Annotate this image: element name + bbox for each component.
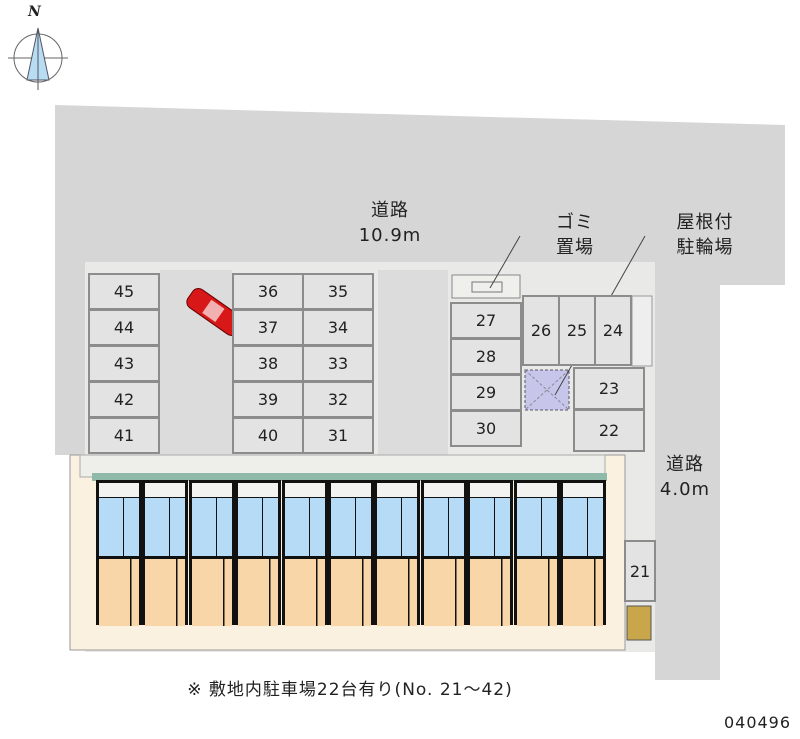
apartment-unit xyxy=(420,480,467,626)
garbage-station xyxy=(451,274,521,299)
parking-stall: 45 xyxy=(88,273,160,310)
apartment-unit xyxy=(328,480,374,626)
parking-stall: 39 xyxy=(232,381,304,418)
apartment-unit xyxy=(188,480,235,626)
parking-stall: 28 xyxy=(450,338,522,375)
parking-stall: 44 xyxy=(88,309,160,346)
parking-stall: 33 xyxy=(302,345,374,382)
parking-stall: 42 xyxy=(88,381,160,418)
map-code: 040496 xyxy=(723,713,792,732)
compass-icon xyxy=(8,27,68,90)
parking-stall: 38 xyxy=(232,345,304,382)
parking-stall: 25 xyxy=(558,295,596,366)
parking-stall: 41 xyxy=(88,417,160,454)
parking-stall: 35 xyxy=(302,273,374,310)
parking-stall: 26 xyxy=(522,295,560,366)
parking-stall: 29 xyxy=(450,374,522,411)
parking-stall: 37 xyxy=(232,309,304,346)
garbage-label: ゴミ置場 xyxy=(556,212,594,258)
parking-stall: 21 xyxy=(624,540,656,602)
parking-stall: 43 xyxy=(88,345,160,382)
apartment-unit xyxy=(467,480,514,626)
parking-stall: 22 xyxy=(573,409,645,452)
parking-stall: 34 xyxy=(302,309,374,346)
road-north xyxy=(55,105,785,680)
bicycle-parking-label: 屋根付駐輪場 xyxy=(676,212,734,258)
bike-shelter xyxy=(524,369,570,411)
apartment-unit xyxy=(374,480,421,626)
parking-stall: 36 xyxy=(232,273,304,310)
parking-stall: 27 xyxy=(450,302,522,339)
compass-north-label: N xyxy=(28,4,42,20)
parking-stall: 30 xyxy=(450,410,522,447)
parking-aisle xyxy=(378,270,448,455)
apartment-unit xyxy=(142,480,189,626)
parking-note: ※ 敷地内駐車場22台有り(No. 21～42) xyxy=(187,680,513,700)
apartment-unit xyxy=(513,480,560,626)
apartment-unit xyxy=(560,480,606,626)
apartment-unit xyxy=(96,480,142,626)
meter-box xyxy=(626,605,652,641)
apartment-unit xyxy=(281,480,328,626)
parking-stall: 24 xyxy=(594,295,632,366)
apartment-unit xyxy=(235,480,282,626)
parking-stall: 40 xyxy=(232,417,304,454)
parking-stall: 23 xyxy=(573,367,645,410)
parking-stall: 31 xyxy=(302,417,374,454)
building-eave xyxy=(92,473,607,481)
parking-stall: 32 xyxy=(302,381,374,418)
